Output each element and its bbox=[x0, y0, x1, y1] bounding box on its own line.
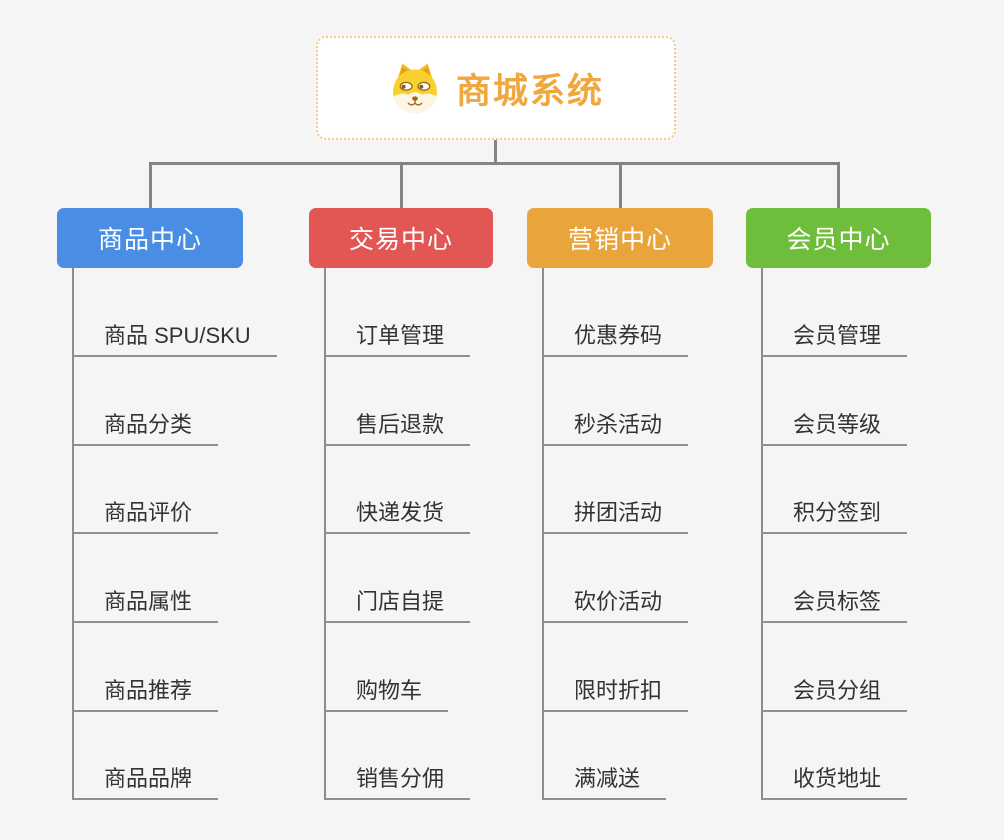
leaf-topic[interactable]: 砍价活动 bbox=[542, 589, 689, 623]
leaf-topic[interactable]: 商品属性 bbox=[72, 589, 219, 623]
connector-branch-drop bbox=[148, 162, 152, 209]
leaf-topic[interactable]: 商品推荐 bbox=[72, 678, 219, 712]
leaf-topic[interactable]: 优惠券码 bbox=[542, 323, 689, 357]
leaf-topic[interactable]: 收货地址 bbox=[761, 766, 908, 800]
branch-spine-line bbox=[72, 268, 74, 800]
leaf-topic[interactable]: 商品评价 bbox=[72, 500, 219, 534]
branch-node-products[interactable]: 商品中心 bbox=[57, 208, 243, 268]
leaf-topic[interactable]: 限时折扣 bbox=[542, 678, 689, 712]
branch-column-members: 会员中心 会员管理 会员等级 积分签到 会员标签 会员分组 收货地址 bbox=[746, 0, 931, 840]
leaf-topic[interactable]: 积分签到 bbox=[761, 500, 908, 534]
connector-root-stub bbox=[494, 140, 497, 164]
leaf-topic[interactable]: 商品品牌 bbox=[72, 766, 219, 800]
doge-icon bbox=[393, 63, 437, 114]
leaf-topic[interactable]: 商品 SPU/SKU bbox=[72, 323, 277, 357]
root-node-mall-system[interactable]: 商城系统 bbox=[316, 36, 676, 140]
branch-column-marketing: 营销中心 优惠券码 秒杀活动 拼团活动 砍价活动 限时折扣 满减送 bbox=[527, 0, 713, 840]
branch-node-trade[interactable]: 交易中心 bbox=[309, 208, 493, 268]
leaf-topic[interactable]: 秒杀活动 bbox=[542, 412, 689, 446]
leaf-topic[interactable]: 会员标签 bbox=[761, 589, 908, 623]
branch-column-trade: 交易中心 订单管理 售后退款 快递发货 门店自提 购物车 销售分佣 bbox=[309, 0, 493, 840]
leaf-topic[interactable]: 售后退款 bbox=[324, 412, 471, 446]
leaf-topic[interactable]: 会员管理 bbox=[761, 323, 908, 357]
leaf-topic[interactable]: 会员分组 bbox=[761, 678, 908, 712]
leaf-topic[interactable]: 满减送 bbox=[542, 766, 667, 800]
root-title: 商城系统 bbox=[455, 71, 604, 111]
leaf-topic[interactable]: 销售分佣 bbox=[324, 766, 471, 800]
leaf-topic[interactable]: 购物车 bbox=[324, 678, 449, 712]
branch-column-products: 商品中心 商品 SPU/SKU 商品分类 商品评价 商品属性 商品推荐 商品品牌 bbox=[57, 0, 277, 840]
branch-spine-line bbox=[542, 268, 544, 800]
connector-branch-drop bbox=[618, 162, 622, 209]
connector-trunk-line bbox=[149, 162, 840, 165]
leaf-topic[interactable]: 商品分类 bbox=[72, 412, 219, 446]
branch-spine-line bbox=[324, 268, 326, 800]
leaf-topic[interactable]: 订单管理 bbox=[324, 323, 471, 357]
connector-branch-drop bbox=[837, 162, 840, 209]
leaf-topic[interactable]: 快递发货 bbox=[324, 500, 471, 534]
leaf-topic[interactable]: 门店自提 bbox=[324, 589, 471, 623]
leaf-topic[interactable]: 会员等级 bbox=[761, 412, 908, 446]
connector-branch-drop bbox=[399, 162, 403, 209]
leaf-topic[interactable]: 拼团活动 bbox=[542, 500, 689, 534]
branch-node-marketing[interactable]: 营销中心 bbox=[527, 208, 713, 268]
branch-node-members[interactable]: 会员中心 bbox=[746, 208, 931, 268]
branch-spine-line bbox=[761, 268, 763, 800]
